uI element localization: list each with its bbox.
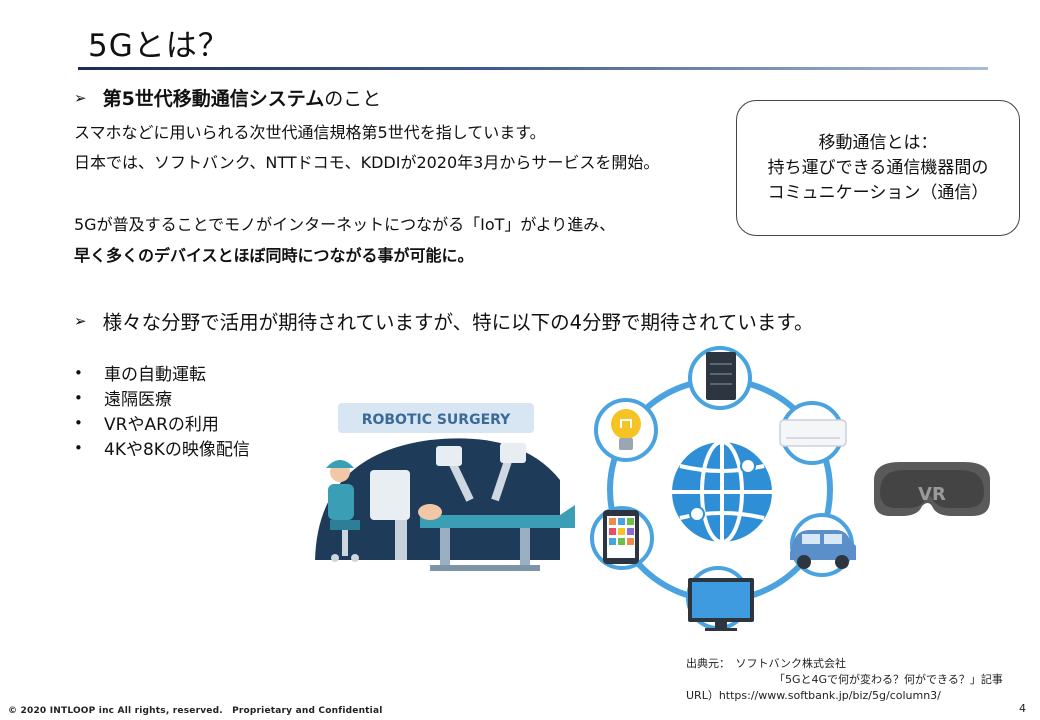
list-item: • 車の自動運転 [74,360,250,386]
heading-rest-text: のこと [324,88,382,110]
list-item: • 遠隔医療 [74,385,250,411]
list-item-label: 遠隔医療 [104,390,172,410]
source-line-1: 出典元： ソフトバンク株式会社 [686,657,847,670]
heading-bold-text: 第5世代移動通信システム [102,88,325,110]
robotic-surgery-illustration: ROBOTIC SURGERY [315,403,575,571]
arrow-bullet-icon: ➢ [74,88,87,107]
bullet-dot-icon: • [74,363,83,382]
server-icon [688,346,752,410]
section2-heading-text: 様々な分野で活用が期待されていますが、特に以下の4分野で期待されています。 [102,311,814,334]
body-line-3: 5Gが普及することでモノがインターネットにつながる「IoT」がより進み、 [74,215,616,234]
vr-headset-icon: VR [874,462,990,516]
title-underline [78,67,988,70]
bullet-dot-icon: • [74,413,83,432]
callout-line-3: コミュニケーション（通信） [767,182,989,203]
globe-icon [672,440,772,544]
car-icon [790,513,856,577]
bullet-dot-icon: • [74,438,83,457]
source-line-2: 「5Gと4Gで何が変わる？何ができる？」記事 [774,673,1003,686]
list-item-label: 車の自動運転 [104,365,206,385]
page-number: 4 [1019,702,1026,715]
definition-callout: 移動通信とは： 持ち運びできる通信機器間の コミュニケーション（通信） [736,100,1020,236]
body-line-1: スマホなどに用いられる次世代通信規格第5世代を指しています。 [74,123,546,142]
callout-line-2: 持ち運びできる通信機器間の [767,157,989,178]
vr-label-text: VR [918,484,946,505]
body-line-4-bold: 早く多くのデバイスとほぼ同時につながる事が可能に。 [74,246,474,265]
section2-heading: ➢ 様々な分野で活用が期待されていますが、特に以下の4分野で期待されています。 [74,306,813,335]
section1-heading: ➢ 第5世代移動通信システムのこと [74,84,381,111]
list-item: • VRやARの利用 [74,410,250,436]
light-bulb-icon [594,398,658,462]
list-item-label: VRやARの利用 [104,415,219,435]
callout-line-1: 移動通信とは： [818,132,938,153]
monitor-icon [686,566,754,631]
source-url: URL）https://www.softbank.jp/biz/5g/colum… [686,689,941,702]
tablet-icon [590,506,654,570]
air-conditioner-icon [779,401,847,465]
copyright-footer: © 2020 INTLOOP inc All rights, reserved.… [8,706,383,716]
body-line-2: 日本では、ソフトバンク、NTTドコモ、KDDIが2020年3月からサービスを開始… [74,153,660,172]
iot-network-illustration [590,346,856,631]
source-citation: 出典元： ソフトバンク株式会社 「5Gと4Gで何が変わる？何ができる？」記事 U… [686,656,1003,704]
surgery-banner-text: ROBOTIC SURGERY [362,412,511,428]
list-item-label: 4Kや8Kの映像配信 [104,440,250,460]
fields-list: • 車の自動運転 • 遠隔医療 • VRやARの利用 • 4Kや8Kの映像配信 [74,360,250,461]
slide-title: 5Gとは？ [88,28,230,64]
bullet-dot-icon: • [74,388,83,407]
arrow-bullet-icon: ➢ [74,311,87,330]
list-item: • 4Kや8Kの映像配信 [74,435,250,461]
